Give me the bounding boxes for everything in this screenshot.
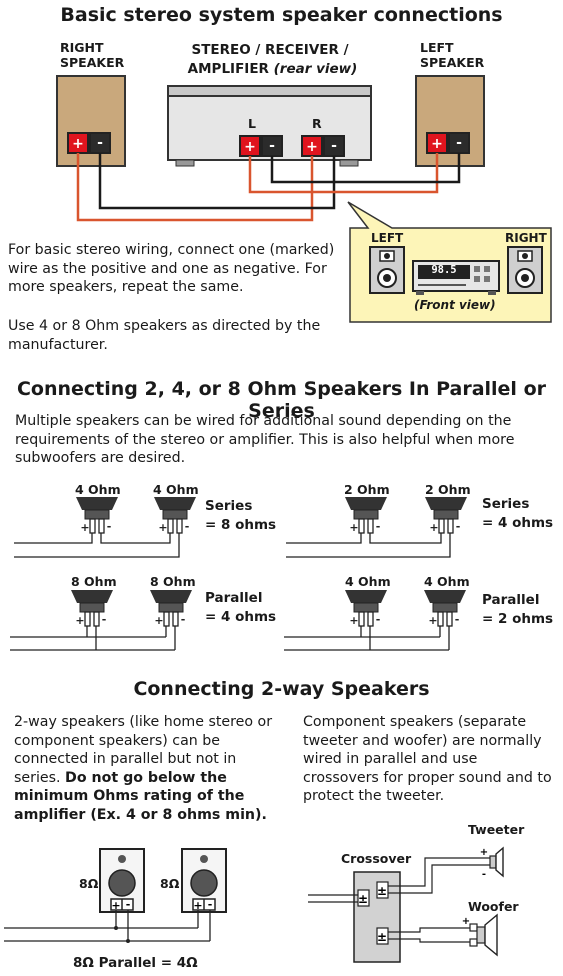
page-title: Basic stereo system speaker connections [60,4,503,26]
svg-text:+: + [111,899,120,912]
woofer-label: Woofer [468,899,519,914]
front-left-label: LEFT [371,231,404,245]
svg-text:±: ± [377,884,387,898]
d4-ohm-a: 4 Ohm [345,574,391,589]
d4-mode: Parallel [482,592,540,608]
svg-text:-: - [331,138,337,154]
d1-ohm-a: 4 Ohm [75,482,121,497]
svg-text:-: - [482,869,486,880]
d2-ohm-a: 2 Ohm [344,482,390,497]
two-way-speaker-2: + - [181,848,227,913]
d3-mode: Parallel [205,590,263,606]
d3-result: = 4 ohms [205,609,277,625]
d4-ohm-b: 4 Ohm [424,574,470,589]
section3-left-text: 2-way speakers (like home stereo or comp… [14,714,273,823]
left-speaker-label: LEFT SPEAKER [420,40,485,70]
tweeter-label: Tweeter [468,822,525,837]
two-way-speaker-1: + - [99,848,145,913]
crossover-box: ± ± ± [353,871,401,963]
front-view-caption: (Front view) [414,298,496,312]
spk1-ohm: 8Ω [79,876,99,891]
terminal-l-label: L [248,116,256,131]
black-wire-right [98,153,336,210]
svg-text:+: + [462,916,470,927]
parallel-caption: 8Ω Parallel = 4Ω [73,955,198,971]
svg-text:+: + [431,136,443,152]
diagram-parallel-4ohm [10,589,193,651]
right-speaker-box [56,75,126,167]
svg-text:+: + [72,136,84,152]
receiver-title-line2: AMPLIFIER (rear view) [187,61,358,77]
receiver-title-line1: STEREO / RECEIVER / [191,42,349,58]
section2-title: Connecting 2, 4, or 8 Ohm Speakers In Pa… [16,378,546,422]
svg-text:-: - [97,135,103,151]
d2-result: = 4 ohms [482,515,554,531]
d1-mode: Series [205,498,253,514]
svg-text:+: + [244,139,256,155]
svg-text:±: ± [377,930,387,944]
series-parallel-diagrams: + - [10,496,468,651]
section2-text: Multiple speakers can be wired for addit… [15,413,515,466]
black-wire-left [270,153,461,184]
right-speaker-label: RIGHT SPEAKER [60,40,125,70]
svg-text:-: - [126,898,131,911]
front-right-label: RIGHT [505,231,547,245]
stereo-wiring-diagram: + - + - + - + - [56,75,552,323]
svg-text:+: + [193,899,202,912]
svg-text:+: + [306,139,318,155]
svg-text:-: - [208,898,213,911]
red-wire-right [76,153,314,222]
svg-text:-: - [456,135,462,151]
d2-mode: Series [482,496,530,512]
two-way-diagrams: + - + - ± ± ± + - [4,846,504,963]
intro-paragraph-1: For basic stereo wiring, connect one (ma… [8,242,335,295]
d1-result: = 8 ohms [205,517,277,533]
radio-display: 98.5 [431,264,457,276]
svg-text:+: + [480,847,488,858]
svg-text:±: ± [358,892,368,906]
red-wire-left [248,153,439,194]
svg-text:-: - [269,138,275,154]
diagram-series-8ohm [14,496,197,558]
d3-ohm-b: 8 Ohm [150,574,196,589]
tweeter-speaker: + - [480,846,504,880]
woofer-speaker: + [462,913,498,957]
section3-title: Connecting 2-way Speakers [133,678,430,700]
crossover-label: Crossover [341,851,412,866]
diagram-parallel-2ohm [284,589,467,651]
terminal-r-label: R [312,116,322,131]
section3-right-text: Component speakers (separate tweeter and… [303,714,552,804]
d1-ohm-b: 4 Ohm [153,482,199,497]
intro-paragraph-2: Use 4 or 8 Ohm speakers as directed by t… [8,318,321,353]
d2-ohm-b: 2 Ohm [425,482,471,497]
spk2-ohm: 8Ω [160,876,180,891]
d4-result: = 2 ohms [482,611,554,627]
diagram-series-4ohm [286,496,468,558]
d3-ohm-a: 8 Ohm [71,574,117,589]
